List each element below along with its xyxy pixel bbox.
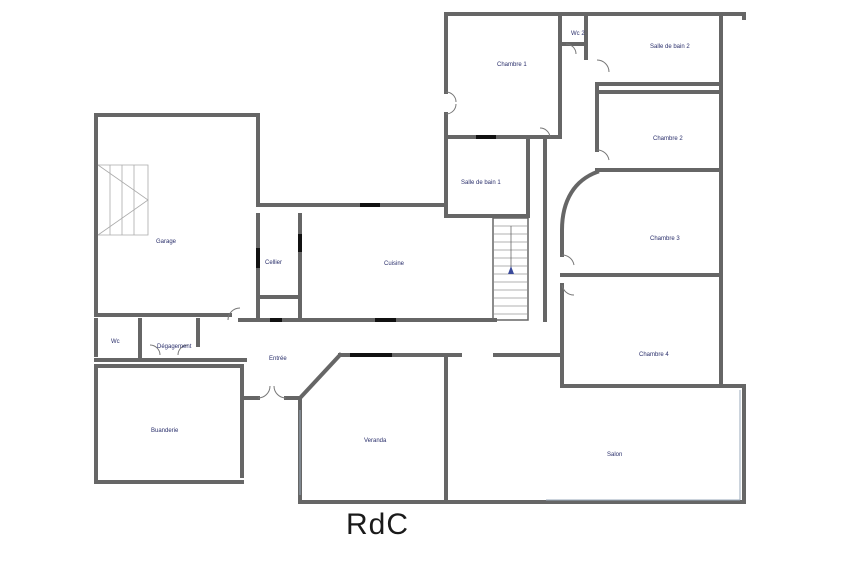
label-wc-2: Wc 2 (571, 31, 585, 37)
room-labels: Chambre 1 Wc 2 Salle de bain 2 Chambre 2… (111, 31, 690, 458)
label-degagement: Dégagement (157, 344, 192, 350)
garage-ramp (97, 164, 149, 236)
windows (256, 135, 496, 357)
label-garage: Garage (156, 239, 177, 245)
walls (94, 12, 746, 504)
label-salle-de-bain-2: Salle de bain 2 (650, 44, 690, 50)
label-chambre-3: Chambre 3 (650, 236, 680, 242)
label-chambre-4: Chambre 4 (639, 352, 669, 358)
stair-arrow-icon (508, 266, 514, 274)
label-chambre-2: Chambre 2 (653, 136, 683, 142)
thin-windows (299, 390, 741, 501)
staircase (494, 225, 527, 315)
label-cellier: Cellier (265, 260, 282, 266)
label-veranda: Veranda (364, 438, 387, 444)
label-entree: Entrée (269, 356, 287, 362)
label-cuisine: Cuisine (384, 261, 405, 267)
label-salle-de-bain-1: Salle de bain 1 (461, 180, 501, 186)
label-chambre-1: Chambre 1 (497, 62, 527, 68)
label-wc: Wc (111, 339, 120, 345)
floor-title: RdC (346, 508, 410, 541)
label-salon: Salon (607, 452, 622, 458)
doors (149, 43, 610, 399)
label-buanderie: Buanderie (151, 428, 179, 434)
